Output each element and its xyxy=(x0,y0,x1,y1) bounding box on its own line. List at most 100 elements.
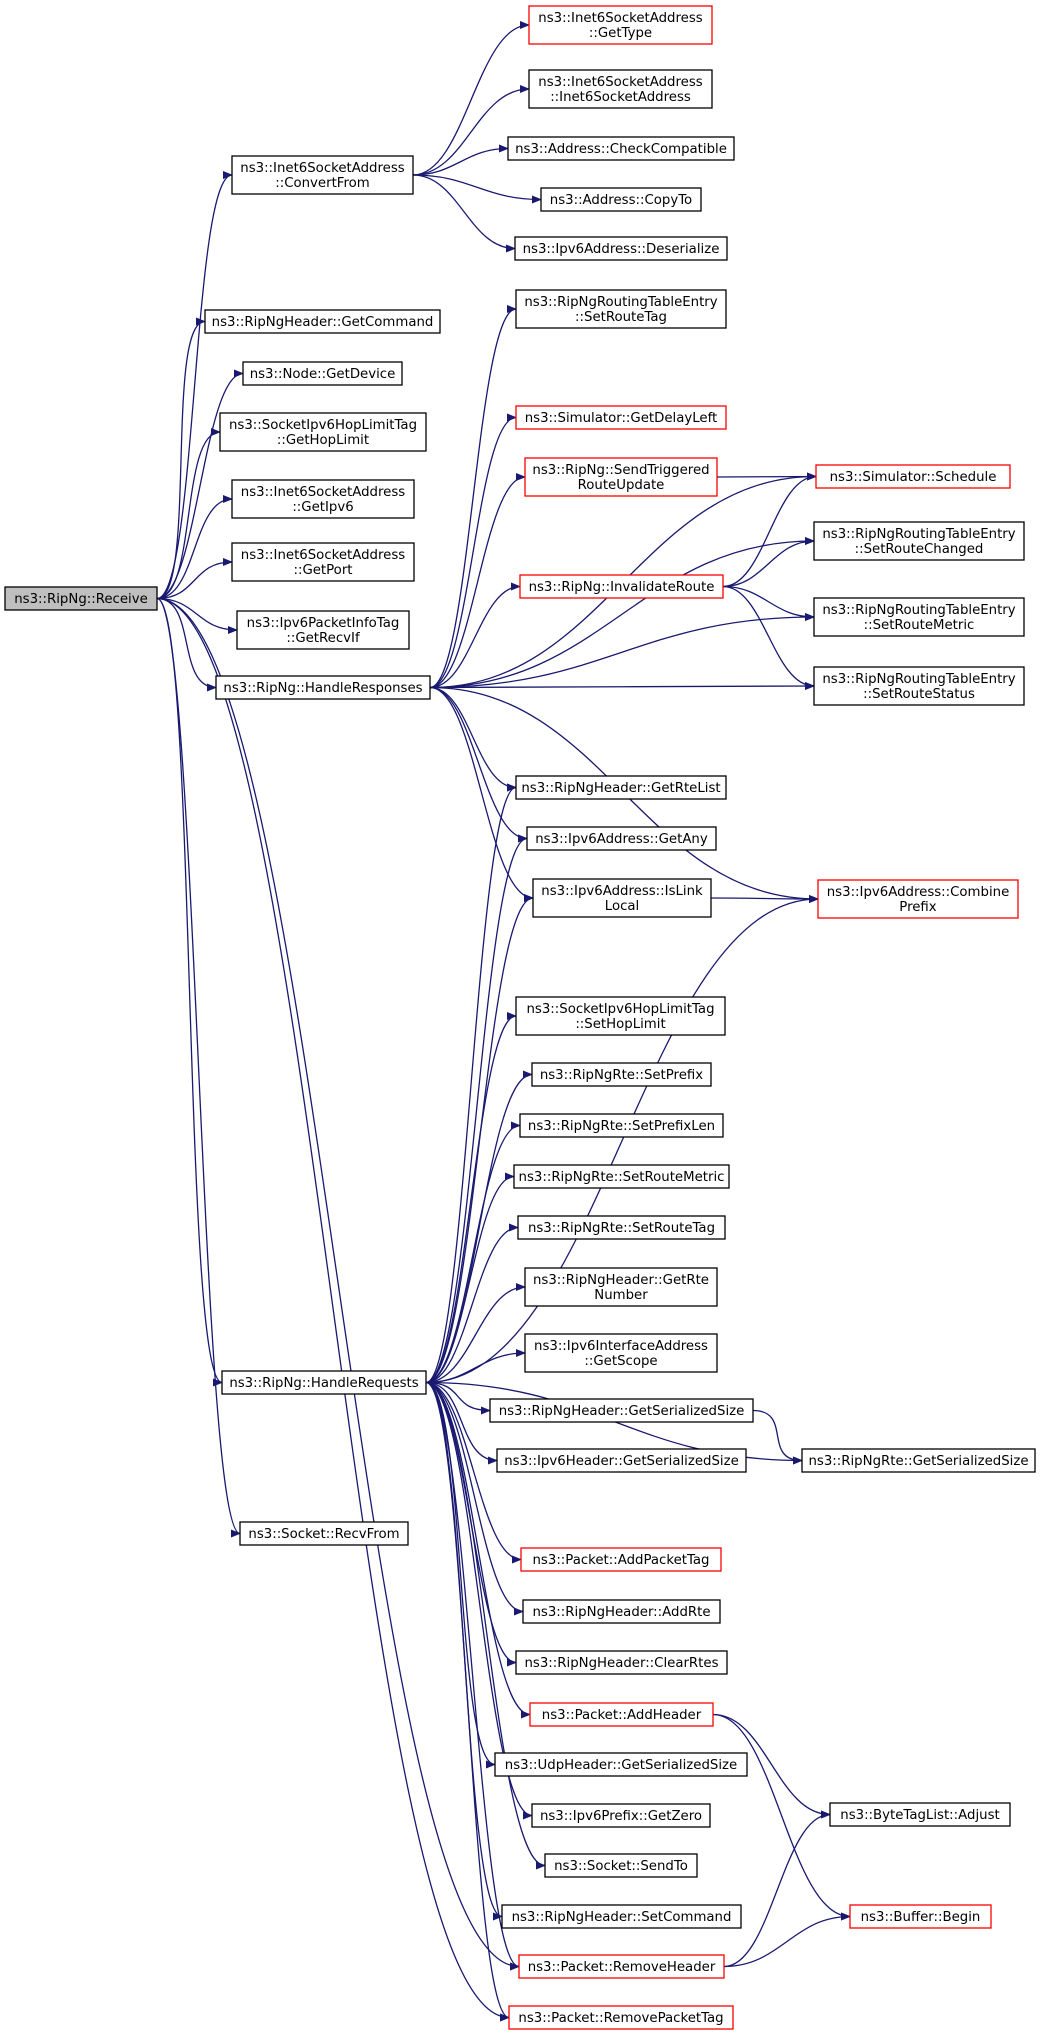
node-sethoplimit[interactable]: ns3::SocketIpv6HopLimitTag::SetHopLimit xyxy=(515,996,726,1036)
node-box xyxy=(849,1904,992,1929)
edge-addheader-to-bufferbegin xyxy=(712,1713,851,1921)
node-getdelayleft[interactable]: ns3::Simulator::GetDelayLeft xyxy=(515,405,727,430)
node-addpackettag[interactable]: ns3::Packet::AddPacketTag xyxy=(520,1547,722,1572)
node-getport[interactable]: ns3::Inet6SocketAddress::GetPort xyxy=(231,542,415,582)
node-getdevice[interactable]: ns3::Node::GetDevice xyxy=(242,361,403,386)
node-label: ns3::Ipv6Header::GetSerializedSize xyxy=(504,1454,739,1469)
node-convertfrom[interactable]: ns3::Inet6SocketAddress::ConvertFrom xyxy=(231,155,414,195)
node-copyto[interactable]: ns3::Address::CopyTo xyxy=(540,187,702,212)
node-setprefixlen[interactable]: ns3::RipNgRte::SetPrefixLen xyxy=(519,1113,724,1138)
node-getscope[interactable]: ns3::Ipv6InterfaceAddress::GetScope xyxy=(524,1333,718,1373)
node-label: ::SetRouteStatus xyxy=(863,687,975,702)
node-getcommand[interactable]: ns3::RipNgHeader::GetCommand xyxy=(204,309,441,334)
node-setroutestatus[interactable]: ns3::RipNgRoutingTableEntry::SetRouteSta… xyxy=(813,666,1025,706)
node-schedule[interactable]: ns3::Simulator::Schedule xyxy=(815,464,1011,489)
node-box xyxy=(524,1267,718,1307)
node-addrte[interactable]: ns3::RipNgHeader::AddRte xyxy=(522,1599,721,1624)
edge-convertfrom-to-inet6ctor xyxy=(412,85,530,176)
node-box xyxy=(496,1448,747,1473)
edge-handlerequests-to-udphdrsize xyxy=(425,1381,496,1769)
node-box xyxy=(528,5,713,45)
edge-removeheader-to-bufferbegin xyxy=(723,1912,851,1968)
edge-handleresponses-to-getany xyxy=(429,686,528,843)
node-gethoplimit[interactable]: ns3::SocketIpv6HopLimitTag::GetHopLimit xyxy=(219,412,427,452)
node-checkcompat[interactable]: ns3::Address::CheckCompatible xyxy=(507,136,735,161)
node-removeheader[interactable]: ns3::Packet::RemoveHeader xyxy=(518,1954,725,1979)
node-hdrserialsize[interactable]: ns3::RipNgHeader::GetSerializedSize xyxy=(489,1398,754,1423)
edge-handlerequests-to-sethoplimit xyxy=(425,1012,517,1384)
edge-handlerequests-to-getscope xyxy=(425,1349,526,1384)
node-label: ns3::Address::CopyTo xyxy=(550,193,692,208)
node-handlerequests[interactable]: ns3::RipNg::HandleRequests xyxy=(221,1370,427,1395)
node-getany[interactable]: ns3::Ipv6Address::GetAny xyxy=(526,826,717,851)
node-label: ns3::RipNgHeader::GetRteList xyxy=(521,781,720,796)
node-setroutetagrte[interactable]: ns3::RipNgRte::SetRouteTag xyxy=(517,1215,726,1240)
node-setroutemetricentry[interactable]: ns3::RipNgRoutingTableEntry::SetRouteMet… xyxy=(813,597,1025,637)
edge-invalidateroute-to-setroutemetricentry xyxy=(722,585,815,621)
node-setprefix[interactable]: ns3::RipNgRte::SetPrefix xyxy=(531,1062,712,1087)
node-label: ns3::Ipv6Address::IsLink xyxy=(541,884,703,899)
node-recvfrom[interactable]: ns3::Socket::RecvFrom xyxy=(239,1521,409,1546)
node-label: ::GetPort xyxy=(293,563,352,578)
node-ipv6hdrsize[interactable]: ns3::Ipv6Header::GetSerializedSize xyxy=(496,1448,747,1473)
node-label: ::SetHopLimit xyxy=(575,1017,665,1032)
node-label: ns3::Socket::SendTo xyxy=(554,1859,688,1874)
node-box xyxy=(231,542,415,582)
node-box xyxy=(528,69,713,109)
node-receive[interactable]: ns3::RipNg::Receive xyxy=(4,586,158,611)
edge-handleresponses-to-sendtriggered xyxy=(429,473,526,689)
node-box xyxy=(829,1802,1011,1827)
node-bufferbegin[interactable]: ns3::Buffer::Begin xyxy=(849,1904,992,1929)
node-setroutemetricrte[interactable]: ns3::RipNgRte::SetRouteMetric xyxy=(513,1164,730,1189)
edge-handlerequests-to-sendto xyxy=(425,1381,546,1870)
node-label: ns3::RipNgRte::SetRouteMetric xyxy=(519,1170,725,1185)
node-label: ::SetRouteTag xyxy=(575,310,667,325)
node-setroutetagentry[interactable]: ns3::RipNgRoutingTableEntry::SetRouteTag xyxy=(515,289,727,329)
node-getrtelist[interactable]: ns3::RipNgHeader::GetRteList xyxy=(515,775,727,800)
edge-handleresponses-to-islinklocal xyxy=(429,686,534,902)
edge-addheader-to-bytetagadjust xyxy=(712,1713,831,1819)
edge-receive-to-removeheader xyxy=(156,597,520,1971)
node-udphdrsize[interactable]: ns3::UdpHeader::GetSerializedSize xyxy=(494,1752,748,1777)
node-box xyxy=(531,1803,711,1828)
node-setcommand[interactable]: ns3::RipNgHeader::SetCommand xyxy=(501,1904,742,1929)
node-label: ns3::UdpHeader::GetSerializedSize xyxy=(505,1758,737,1773)
node-box xyxy=(518,1954,725,1979)
node-rteserialsize[interactable]: ns3::RipNgRte::GetSerializedSize xyxy=(801,1448,1036,1473)
node-box xyxy=(524,1333,718,1373)
node-addheader[interactable]: ns3::Packet::AddHeader xyxy=(529,1702,714,1727)
node-handleresponses[interactable]: ns3::RipNg::HandleResponses xyxy=(215,675,431,700)
node-getipv6[interactable]: ns3::Inet6SocketAddress::GetIpv6 xyxy=(231,479,415,519)
node-box xyxy=(529,1702,714,1727)
node-box xyxy=(507,136,735,161)
node-box xyxy=(813,597,1025,637)
node-label: ns3::Ipv6Address::GetAny xyxy=(535,832,708,847)
node-setroutechanged[interactable]: ns3::RipNgRoutingTableEntry::SetRouteCha… xyxy=(813,521,1025,561)
node-inet6ctor[interactable]: ns3::Inet6SocketAddress::Inet6SocketAddr… xyxy=(528,69,713,109)
node-gettype[interactable]: ns3::Inet6SocketAddress::GetType xyxy=(528,5,713,45)
edge-handlerequests-to-getzero xyxy=(425,1381,533,1820)
node-box xyxy=(231,479,415,519)
edge-handlerequests-to-combineprefix xyxy=(425,895,819,1384)
node-label: Prefix xyxy=(899,900,937,915)
node-label: ns3::Inet6SocketAddress xyxy=(538,11,703,26)
node-box xyxy=(221,1370,427,1395)
node-label: ns3::RipNgRoutingTableEntry xyxy=(524,295,717,310)
node-deserialize[interactable]: ns3::Ipv6Address::Deserialize xyxy=(514,236,728,261)
node-invalidateroute[interactable]: ns3::RipNg::InvalidateRoute xyxy=(519,574,724,599)
edge-handleresponses-to-getdelayleft xyxy=(429,413,517,689)
edge-receive-to-getipv6 xyxy=(156,495,233,600)
node-clearrtes[interactable]: ns3::RipNgHeader::ClearRtes xyxy=(515,1650,728,1675)
node-box xyxy=(520,1547,722,1572)
node-box xyxy=(489,1398,754,1423)
node-getrecvif[interactable]: ns3::Ipv6PacketInfoTag::GetRecvIf xyxy=(236,610,410,650)
node-sendto[interactable]: ns3::Socket::SendTo xyxy=(544,1853,698,1878)
node-removepackettag[interactable]: ns3::Packet::RemovePacketTag xyxy=(508,2005,734,2030)
node-getzero[interactable]: ns3::Ipv6Prefix::GetZero xyxy=(531,1803,711,1828)
edge-handlerequests-to-setroutetagrte xyxy=(425,1223,519,1384)
node-bytetagadjust[interactable]: ns3::ByteTagList::Adjust xyxy=(829,1802,1011,1827)
